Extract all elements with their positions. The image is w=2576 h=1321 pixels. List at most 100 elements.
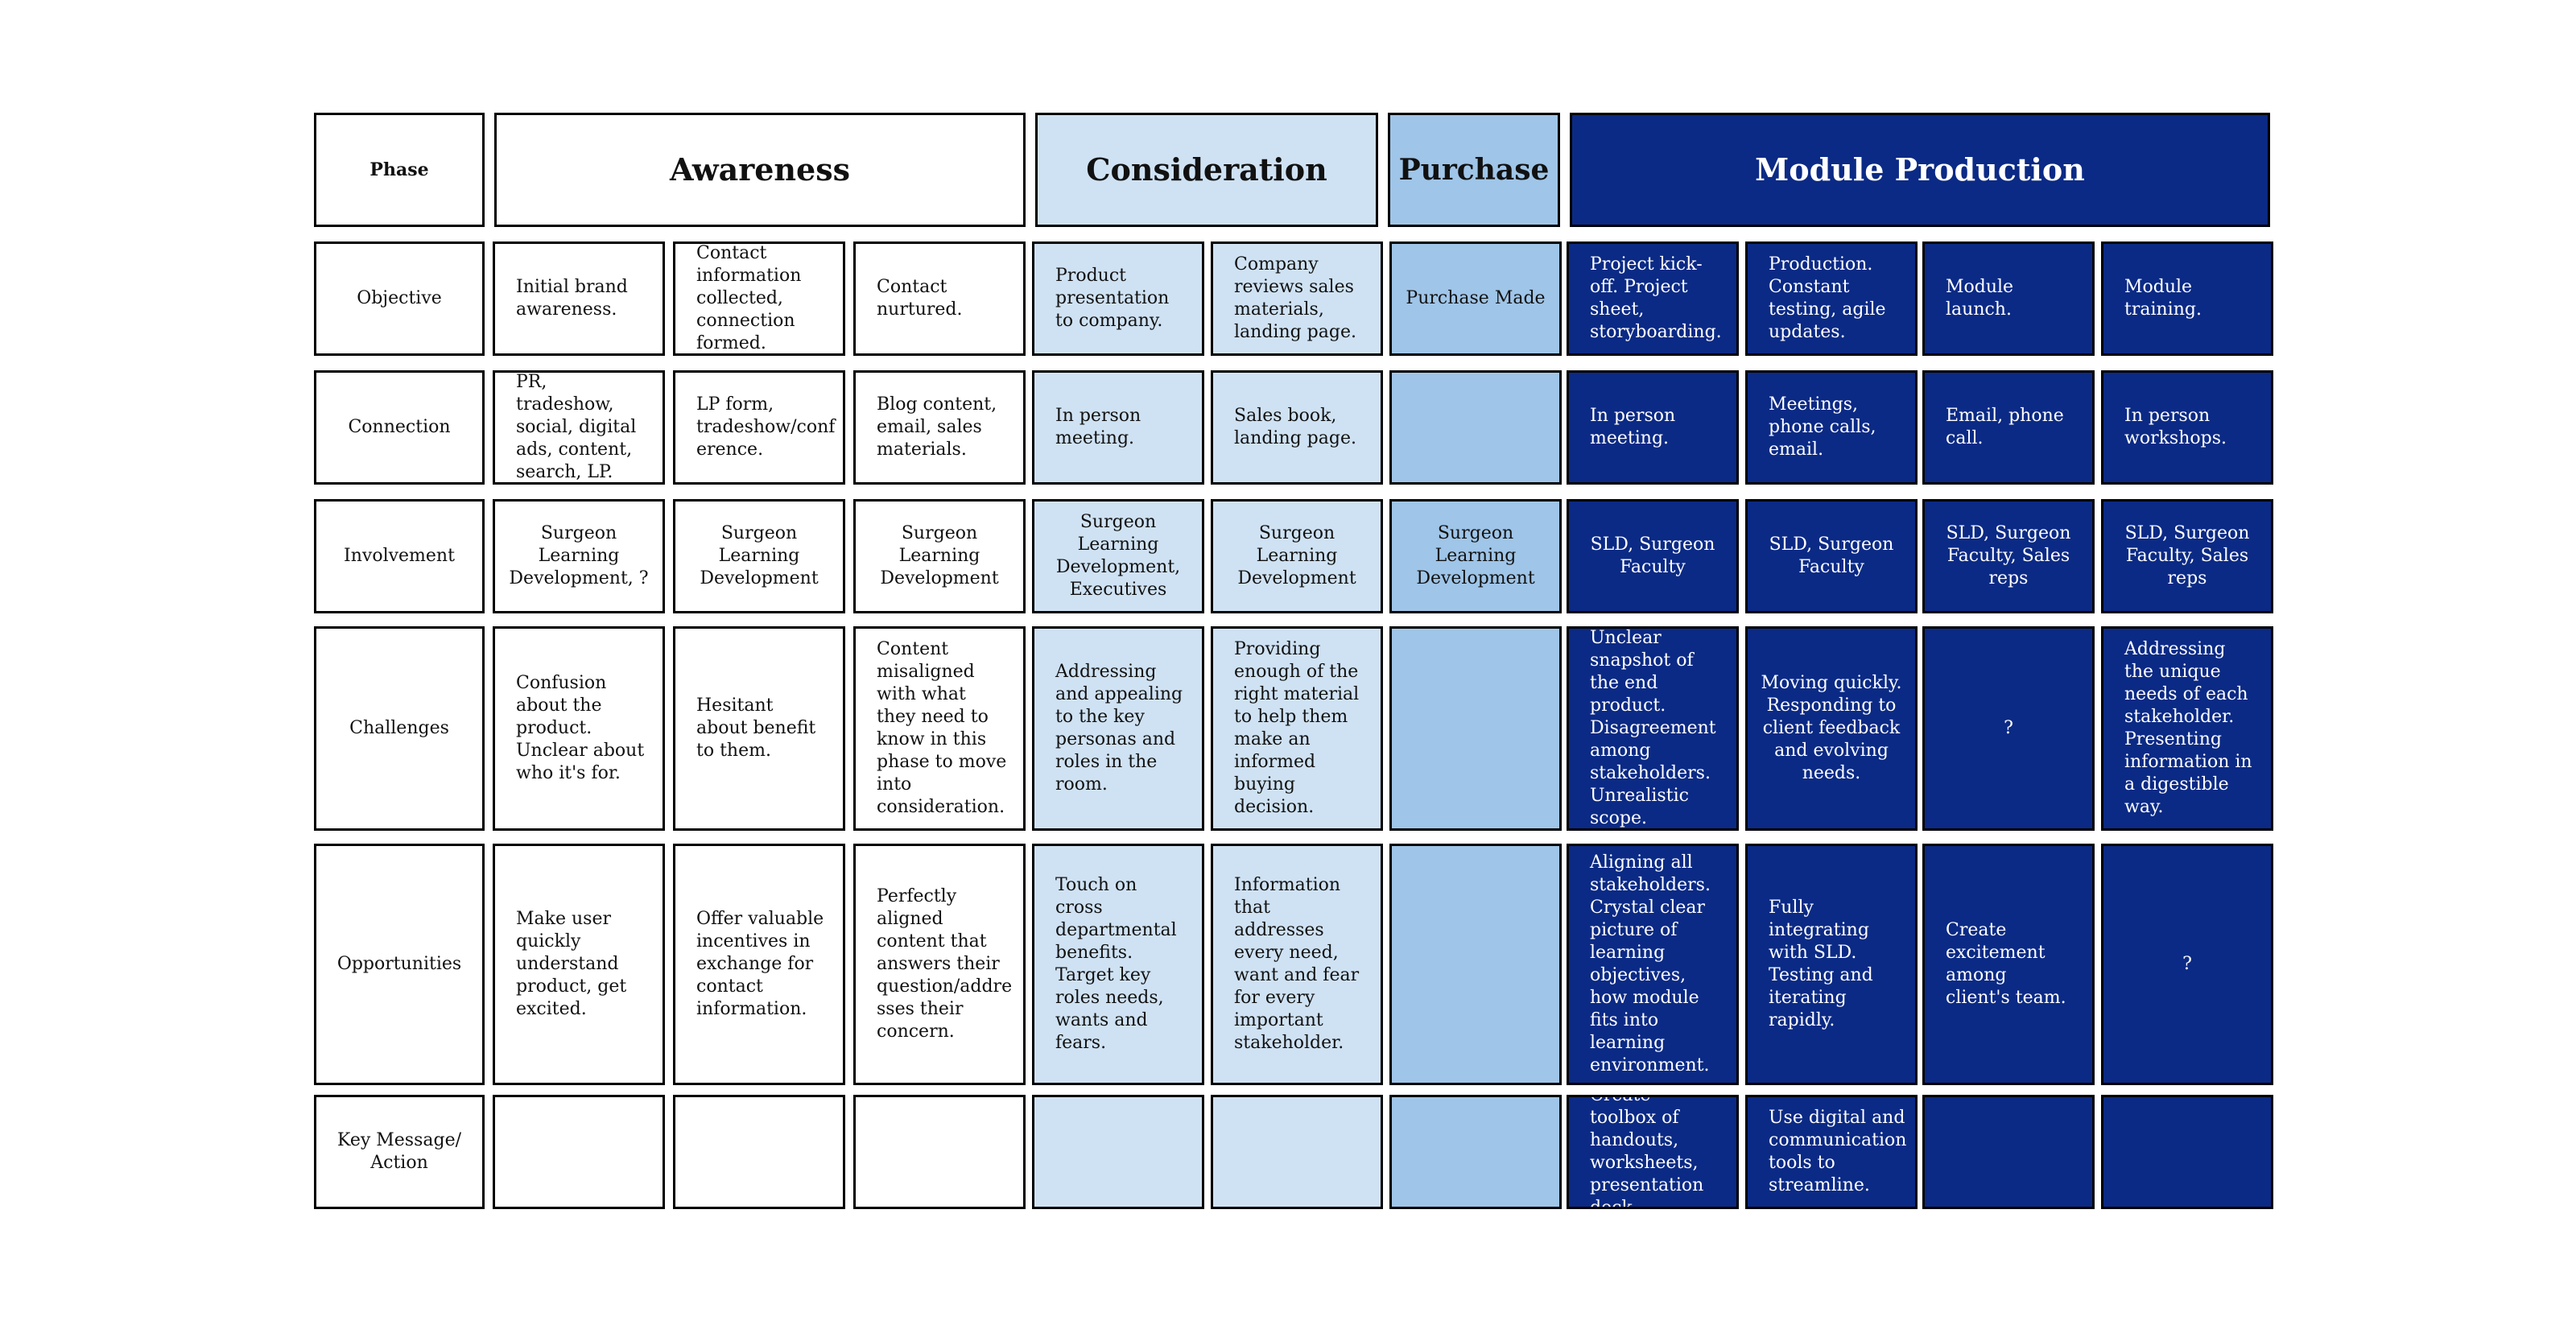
involvement-cell: SLD, Surgeon Faculty, Sales reps — [2101, 499, 2273, 613]
objective-cell: Contact nurtured. — [853, 241, 1026, 356]
cell-text: Surgeon Learning Development, ? — [509, 523, 649, 588]
cell-text: Fully integrating with SLD. Testing and … — [1769, 898, 1873, 1030]
opportunities-cell: Make user quickly understand product, ge… — [493, 844, 665, 1085]
cell-text: PR, tradeshow, social, digital ads, cont… — [516, 372, 637, 482]
cell-text: Aligning all stakeholders. Crystal clear… — [1590, 852, 1711, 1075]
involvement-cell: Surgeon Learning Development, Executives — [1032, 499, 1204, 613]
cell-text: Surgeon Learning Development — [880, 523, 999, 588]
challenges-cell: Unclear snapshot of the end product. Dis… — [1567, 626, 1739, 831]
cell-text: Offer valuable incentives in exchange fo… — [696, 909, 824, 1019]
row-label-text: Challenges — [349, 718, 449, 738]
key-message-cell: Use digital and communication tools to s… — [1745, 1095, 1918, 1209]
cell-text: Initial brand awareness. — [516, 277, 628, 320]
cell-text: Product presentation to company. — [1055, 266, 1170, 331]
row-label-opportunities: Opportunities — [314, 844, 485, 1085]
opportunities-cell: Offer valuable incentives in exchange fo… — [673, 844, 845, 1085]
cell-text: Create toolbox of handouts, worksheets, … — [1590, 1095, 1704, 1209]
cell-text: Touch on cross departmental benefits. Ta… — [1055, 875, 1177, 1053]
cell-text: Project kick-off. Project sheet, storybo… — [1590, 254, 1722, 342]
cell-text: In person meeting. — [1055, 406, 1141, 448]
objective-cell: Module training. — [2101, 241, 2273, 356]
row-label-challenges: Challenges — [314, 626, 485, 831]
objective-cell: Purchase Made — [1389, 241, 1562, 356]
opportunities-cell: Information that addresses every need, w… — [1211, 844, 1383, 1085]
objective-cell: Project kick-off. Project sheet, storybo… — [1567, 241, 1739, 356]
cell-text: Purchase Made — [1406, 288, 1546, 308]
opportunities-cell: Perfectly aligned content that answers t… — [853, 844, 1026, 1085]
phase-awareness-title: Awareness — [669, 151, 851, 188]
challenges-cell: Moving quickly. Responding to client fee… — [1745, 626, 1918, 831]
row-label-key-message: Key Message/ Action — [314, 1095, 485, 1209]
phase-purchase-title: Purchase — [1398, 153, 1550, 187]
cell-text: SLD, Surgeon Faculty — [1769, 535, 1894, 577]
cell-text: SLD, Surgeon Faculty, Sales reps — [1946, 523, 2071, 588]
phase-module-production-header: Module Production — [1570, 113, 2270, 227]
phase-label-cell: Phase — [314, 113, 485, 227]
objective-cell: Company reviews sales materials, landing… — [1211, 241, 1383, 356]
connection-cell: Sales book, landing page. — [1211, 370, 1383, 485]
cell-text: Production. Constant testing, agile upda… — [1769, 254, 1886, 342]
cell-text: LP form, tradeshow/conf erence. — [696, 394, 836, 460]
cell-text: Email, phone call. — [1946, 406, 2064, 448]
cell-text: Addressing and appealing to the key pers… — [1055, 662, 1183, 795]
involvement-cell: SLD, Surgeon Faculty — [1745, 499, 1918, 613]
cell-text: Use digital and communication tools to s… — [1769, 1108, 1907, 1195]
cell-text: Blog content, email, sales materials. — [877, 394, 997, 460]
cell-text: Sales book, landing page. — [1234, 406, 1356, 448]
cell-text: Company reviews sales materials, landing… — [1234, 254, 1356, 342]
key-message-cell — [493, 1095, 665, 1209]
challenges-cell: Addressing the unique needs of each stak… — [2101, 626, 2273, 831]
key-message-cell — [1922, 1095, 2095, 1209]
objective-cell: Production. Constant testing, agile upda… — [1745, 241, 1918, 356]
cell-text: Surgeon Learning Development, Executives — [1055, 512, 1181, 600]
phase-consideration-title: Consideration — [1086, 151, 1327, 188]
objective-cell: Module launch. — [1922, 241, 2095, 356]
cell-text: Meetings, phone calls, email. — [1769, 394, 1876, 460]
phase-module-production-title: Module Production — [1755, 151, 2085, 188]
cell-text: Addressing the unique needs of each stak… — [2124, 639, 2252, 817]
key-message-cell: Create toolbox of handouts, worksheets, … — [1567, 1095, 1739, 1209]
cell-text: Create excitement among client's team. — [1946, 920, 2066, 1008]
key-message-cell — [1389, 1095, 1562, 1209]
cell-text: ? — [2182, 954, 2192, 974]
connection-cell — [1389, 370, 1562, 485]
involvement-cell: Surgeon Learning Development — [853, 499, 1026, 613]
connection-cell: In person workshops. — [2101, 370, 2273, 485]
key-message-cell — [673, 1095, 845, 1209]
cell-text: SLD, Surgeon Faculty — [1590, 535, 1715, 577]
challenges-cell: Hesitant about benefit to them. — [673, 626, 845, 831]
phase-awareness-header: Awareness — [494, 113, 1026, 227]
row-label-text: Opportunities — [336, 954, 462, 974]
connection-cell: PR, tradeshow, social, digital ads, cont… — [493, 370, 665, 485]
cell-text: Surgeon Learning Development — [1416, 523, 1535, 588]
row-label-objective: Objective — [314, 241, 485, 356]
phase-purchase-header: Purchase — [1388, 113, 1560, 227]
phase-label: Phase — [369, 159, 429, 180]
key-message-cell — [853, 1095, 1026, 1209]
involvement-cell: SLD, Surgeon Faculty, Sales reps — [1922, 499, 2095, 613]
cell-text: In person meeting. — [1590, 406, 1676, 448]
cell-text: Module training. — [2124, 277, 2202, 320]
cell-text: Moving quickly. Responding to client fee… — [1761, 673, 1902, 783]
key-message-cell — [1032, 1095, 1204, 1209]
cell-text: Providing enough of the right material t… — [1234, 639, 1360, 817]
cell-text: Module launch. — [1946, 277, 2014, 320]
cell-text: SLD, Surgeon Faculty, Sales reps — [2124, 523, 2250, 588]
connection-cell: Blog content, email, sales materials. — [853, 370, 1026, 485]
row-label-text: Objective — [357, 288, 442, 308]
cell-text: Information that addresses every need, w… — [1234, 875, 1360, 1053]
challenges-cell: Confusion about the product. Unclear abo… — [493, 626, 665, 831]
cell-text: Contact nurtured. — [877, 277, 963, 320]
challenges-cell: Content misaligned with what they need t… — [853, 626, 1026, 831]
cell-text: Surgeon Learning Development — [1237, 523, 1356, 588]
challenges-cell: Addressing and appealing to the key pers… — [1032, 626, 1204, 831]
challenges-cell: Providing enough of the right material t… — [1211, 626, 1383, 831]
row-label-text: Connection — [348, 417, 451, 437]
opportunities-cell: Create excitement among client's team. — [1922, 844, 2095, 1085]
challenges-cell: ? — [1922, 626, 2095, 831]
row-label-involvement: Involvement — [314, 499, 485, 613]
involvement-cell: Surgeon Learning Development — [1211, 499, 1383, 613]
opportunities-cell — [1389, 844, 1562, 1085]
involvement-cell: Surgeon Learning Development, ? — [493, 499, 665, 613]
